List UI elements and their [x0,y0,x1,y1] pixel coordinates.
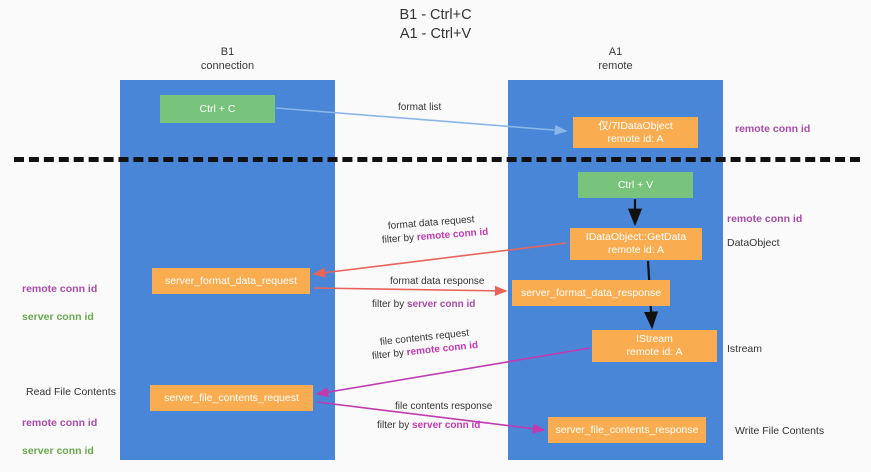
box-ctrl-v[interactable]: Ctrl + V [578,172,693,198]
arrow-label-file-contents-response: file contents response [395,401,493,412]
arrow-label-file-contents-response-filter: filter by server conn id [377,419,480,433]
box-istream[interactable]: IStream remote id: A [592,330,717,362]
label-istream: Istream [727,343,763,355]
box-server-file-contents-request[interactable]: server_file_contents_request [150,385,313,411]
filter-prefix: filter by [381,232,418,246]
filter-prefix: filter by [371,347,408,362]
column-header-b1: B1 connection [200,46,255,72]
label-remote-conn-id-mid: remote conn id [727,213,803,225]
label-left-server-conn-id-2: server conn id [22,445,94,457]
column-header-a1: A1 remote [598,46,633,72]
label-read-file-contents: Read File Contents [26,386,116,398]
label-left-remote-conn-id-2: remote conn id [22,417,98,429]
divider-dashed [14,157,860,162]
box-idataobject-getdata[interactable]: IDataObject::GetData remote id: A [570,228,702,260]
filter-prefix: filter by [377,420,413,431]
label-remote-conn-id-top: remote conn id [735,123,811,135]
label-left-server-conn-id: server conn id [22,311,94,323]
diagram-title: B1 - Ctrl+C A1 - Ctrl+V [399,7,472,42]
label-write-file-contents: Write File Contents [735,425,825,437]
label-left-conn-ids-top: remote conn id server conn id [22,268,97,338]
filter-prefix: filter by [372,299,408,310]
filter-key-server-conn-id-2: server conn id [412,420,481,431]
label-left-remote-conn-id: remote conn id [22,283,98,295]
arrow-label-format-data-response: format data response [390,276,485,287]
box-server-format-data-response[interactable]: server_format_data_response [512,280,670,306]
box-server-file-contents-response[interactable]: server_file_contents_response [548,417,706,443]
box-idataobject[interactable]: 仅/7IDataObject remote id: A [573,117,698,148]
filter-key-server-conn-id: server conn id [407,299,476,310]
label-left-conn-ids-bottom: remote conn id server conn id [22,402,97,472]
box-server-format-data-request[interactable]: server_format_data_request [152,268,310,294]
arrow-label-format-list: format list [398,102,442,113]
arrow-label-format-data-response-filter: filter by server conn id [372,298,475,312]
box-ctrl-c[interactable]: Ctrl + C [160,95,275,123]
label-dataobject: DataObject [727,237,780,249]
